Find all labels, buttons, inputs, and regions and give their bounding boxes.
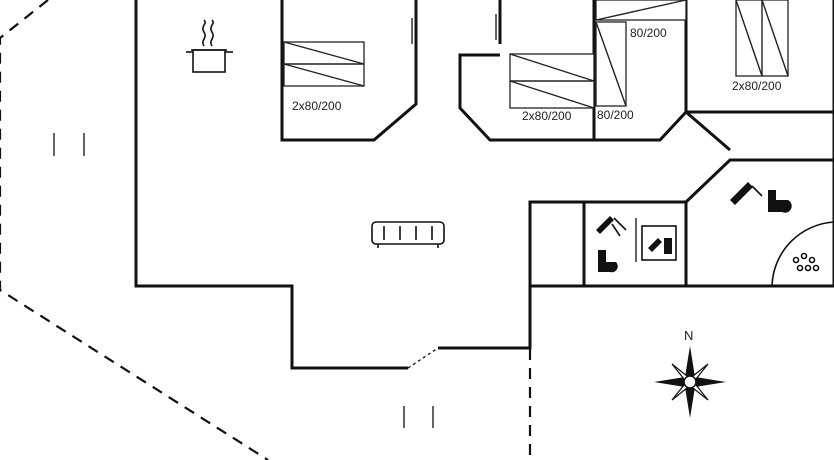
bed-single-2 bbox=[595, 0, 687, 21]
compass-north-label: N bbox=[684, 328, 694, 343]
bed-label-4: 80/200 bbox=[630, 26, 667, 40]
bed-label-2: 2x80/200 bbox=[522, 109, 572, 123]
bedroom-1-walls bbox=[280, 0, 418, 142]
sofa-icon bbox=[371, 221, 445, 248]
whirlpool-icon bbox=[771, 221, 834, 287]
bedroom-2-walls bbox=[458, 0, 596, 142]
bed-double-3 bbox=[735, 0, 789, 77]
bed-double-1 bbox=[283, 41, 365, 87]
bathroom-walls bbox=[528, 158, 834, 286]
bed-single-1 bbox=[595, 21, 627, 107]
shower-icon bbox=[596, 216, 627, 237]
bedroom-3-walls bbox=[594, 0, 731, 152]
compass-rose-icon bbox=[654, 346, 726, 418]
terrace-outline bbox=[0, 0, 532, 460]
bed-label-5: 2x80/200 bbox=[732, 79, 782, 93]
terrace-steps bbox=[53, 133, 434, 428]
toilet-icon-2 bbox=[768, 190, 792, 213]
bed-label-1: 2x80/200 bbox=[292, 99, 342, 113]
shower-icon-2 bbox=[730, 182, 763, 205]
entrance-door[interactable] bbox=[407, 347, 439, 369]
cooking-pot-icon bbox=[186, 19, 233, 73]
bed-double-2 bbox=[509, 53, 595, 109]
exterior-walls bbox=[134, 0, 834, 370]
washbasin-icon bbox=[641, 225, 677, 261]
bed-label-3: 80/200 bbox=[597, 108, 634, 122]
toilet-icon bbox=[598, 250, 618, 273]
